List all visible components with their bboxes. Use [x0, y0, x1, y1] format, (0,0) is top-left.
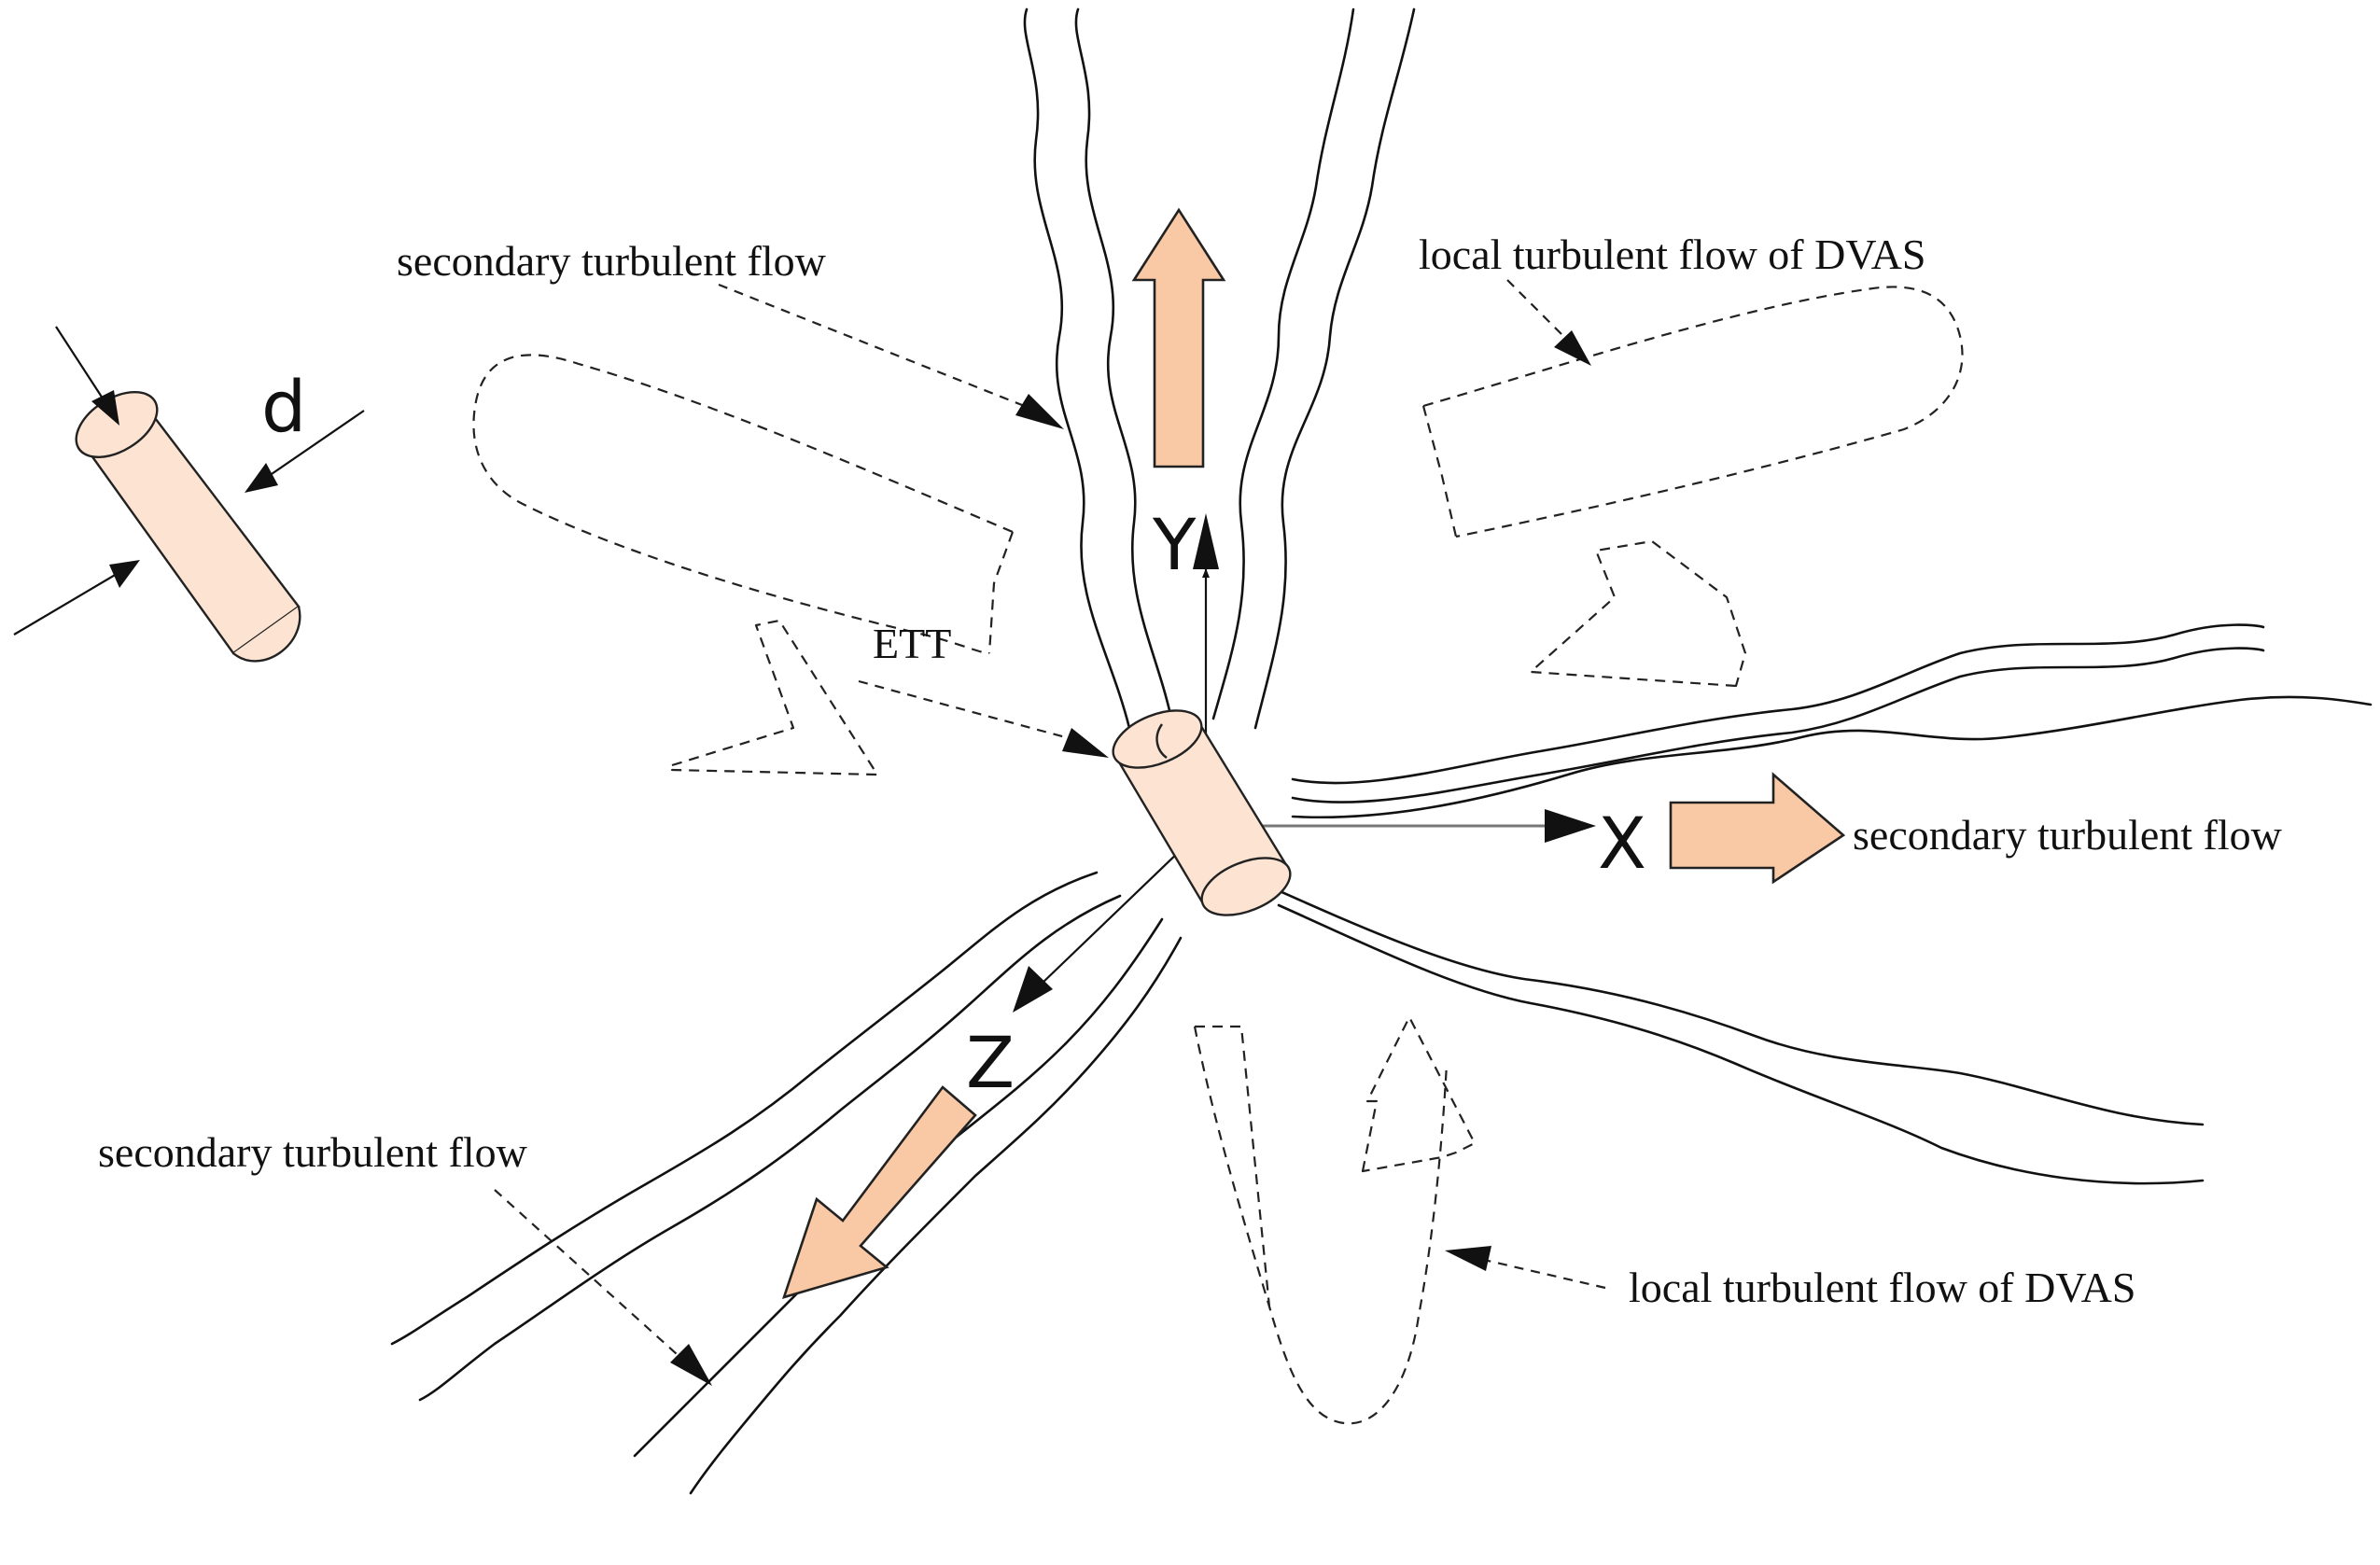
- secondary-flow-label-bottom: secondary turbulent flow: [98, 1128, 528, 1176]
- diameter-label: d: [261, 365, 306, 448]
- leader-lines: [494, 279, 1606, 1386]
- z-axis-arrowhead: [1013, 966, 1053, 1013]
- lower-left-flow-stream: [390, 871, 1183, 1495]
- upward-flow-stream: [1023, 7, 1416, 730]
- local-flow-label-top: local turbulent flow of DVAS: [1419, 231, 1925, 278]
- bottom-dashed-vortex: [1193, 1015, 1477, 1425]
- z-axis-label: Z: [966, 1021, 1015, 1104]
- secondary-flow-label-right: secondary turbulent flow: [1853, 811, 2283, 859]
- ett-tube: [1112, 709, 1292, 916]
- x-axis-arrowhead: [1545, 809, 1596, 843]
- coordinate-axes: [1013, 513, 1596, 1013]
- ett-label: ETT: [873, 620, 951, 667]
- up-flow-arrow: [1131, 207, 1226, 468]
- y-axis-label: Y: [1152, 503, 1197, 586]
- lower-right-flow-stream: [1267, 885, 2205, 1185]
- x-axis-label: X: [1598, 802, 1646, 885]
- diameter-dimension-arrows: [13, 326, 365, 636]
- rightward-flow-stream: [1291, 623, 2373, 819]
- secondary-flow-label-top: secondary turbulent flow: [397, 237, 827, 285]
- y-axis-arrowhead: [1193, 513, 1219, 569]
- local-flow-label-bottom: local turbulent flow of DVAS: [1629, 1264, 2135, 1311]
- right-flow-arrow: [1669, 772, 1846, 885]
- down-left-flow-arrow: [781, 1085, 977, 1299]
- top-left-dashed-vortex: [472, 354, 1015, 776]
- top-right-dashed-vortex: [1421, 286, 1964, 688]
